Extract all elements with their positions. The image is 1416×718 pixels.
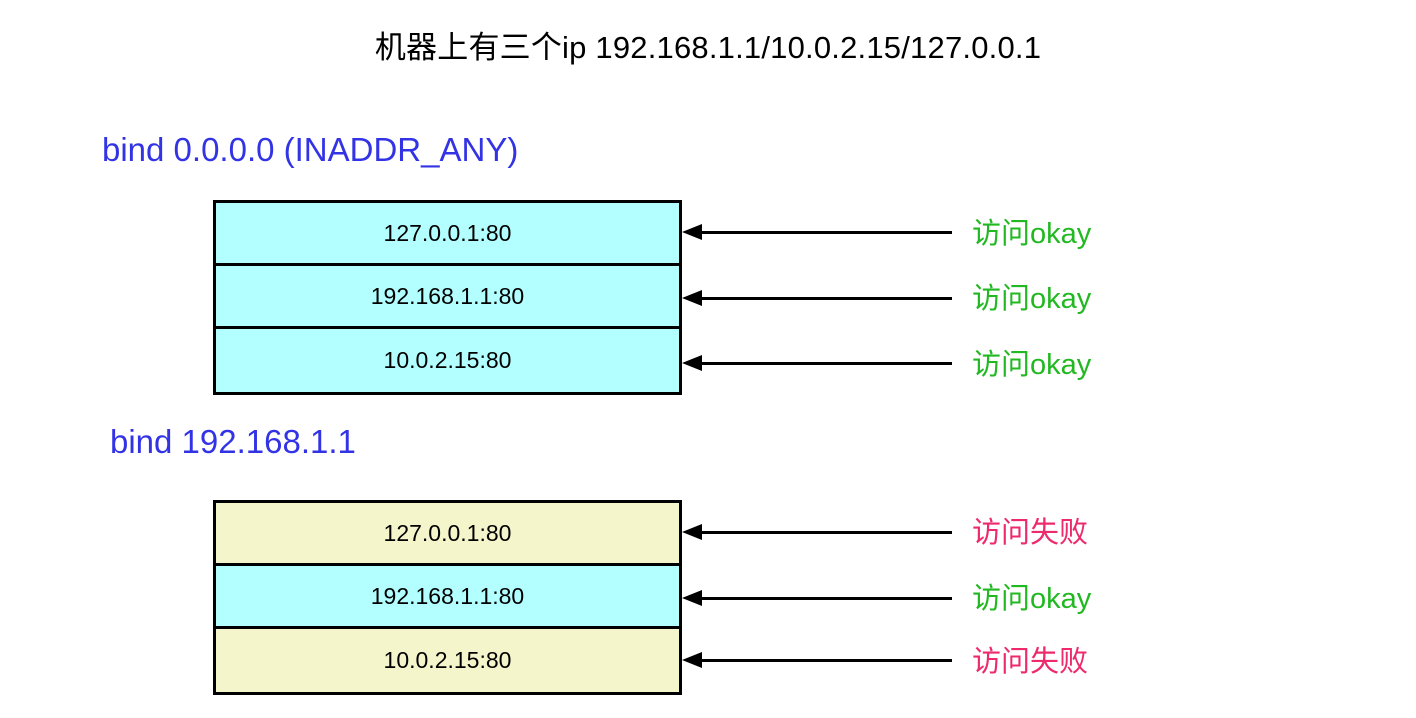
result-label: 访问失败: [972, 646, 1089, 678]
endpoint-label: 127.0.0.1:80: [383, 519, 512, 546]
arrow-shaft: [698, 231, 952, 234]
result-label: 访问okay: [972, 283, 1092, 315]
table-row: 127.0.0.1:80: [216, 203, 679, 266]
page-title: 机器上有三个ip 192.168.1.1/10.0.2.15/127.0.0.1: [374, 30, 1042, 65]
section-heading-bind-any: bind 0.0.0.0 (INADDR_ANY): [102, 131, 519, 168]
result-label: 访问okay: [972, 349, 1092, 381]
arrow-shaft: [698, 531, 952, 534]
arrow-shaft: [698, 297, 952, 300]
table-row: 127.0.0.1:80: [216, 503, 679, 566]
endpoint-label: 192.168.1.1:80: [370, 582, 525, 609]
arrow-left-icon: [682, 652, 702, 668]
table-row: 192.168.1.1:80: [216, 566, 679, 629]
arrow-to-row: [682, 288, 952, 308]
arrow-shaft: [698, 362, 952, 365]
arrow-left-icon: [682, 290, 702, 306]
arrow-left-icon: [682, 224, 702, 240]
endpoint-label: 10.0.2.15:80: [383, 647, 512, 673]
result-label: 访问okay: [972, 218, 1092, 250]
arrow-left-icon: [682, 355, 702, 371]
endpoint-label: 127.0.0.1:80: [383, 219, 512, 246]
arrow-shaft: [698, 597, 952, 600]
arrow-to-row: [682, 353, 952, 373]
result-label: 访问okay: [972, 583, 1092, 615]
table-row: 192.168.1.1:80: [216, 266, 679, 329]
arrow-left-icon: [682, 590, 702, 606]
arrow-left-icon: [682, 524, 702, 540]
result-label: 访问失败: [972, 517, 1089, 549]
arrow-to-row: [682, 222, 952, 242]
arrow-to-row: [682, 522, 952, 542]
arrow-to-row: [682, 588, 952, 608]
arrow-shaft: [698, 659, 952, 662]
ip-table-bind-specific: 127.0.0.1:80 192.168.1.1:80 10.0.2.15:80: [213, 500, 682, 695]
table-row: 10.0.2.15:80: [216, 629, 679, 692]
endpoint-label: 192.168.1.1:80: [370, 282, 525, 309]
endpoint-label: 10.0.2.15:80: [383, 347, 512, 373]
table-row: 10.0.2.15:80: [216, 329, 679, 392]
section-heading-bind-specific: bind 192.168.1.1: [110, 423, 356, 460]
arrow-to-row: [682, 650, 952, 670]
ip-table-bind-any: 127.0.0.1:80 192.168.1.1:80 10.0.2.15:80: [213, 200, 682, 395]
